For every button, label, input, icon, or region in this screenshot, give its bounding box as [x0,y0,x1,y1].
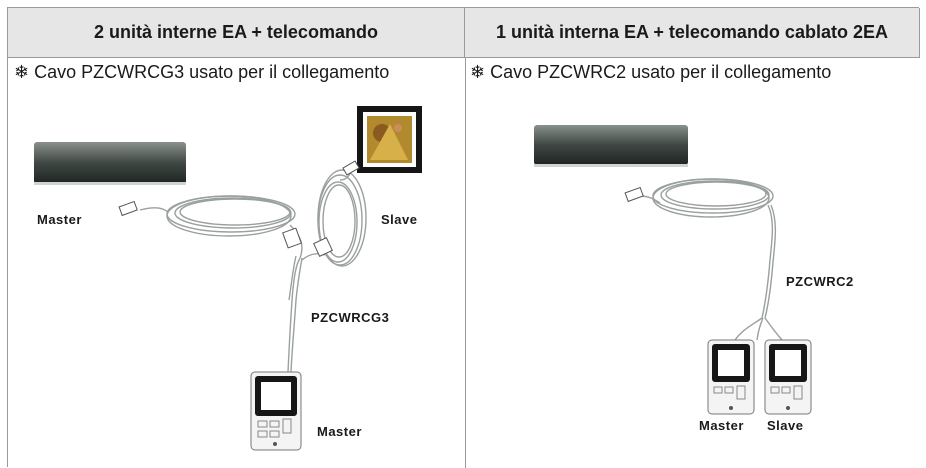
wired-remote-master-right [707,339,755,415]
indoor-unit-master-left [34,142,186,185]
label-master-bottom-left: Master [317,424,362,439]
label-cable-left: PZCWRCG3 [311,310,390,325]
right-cable-note: ❄ Cavo PZCWRC2 usato per il collegamento [470,62,832,82]
right-connector [624,186,644,203]
wired-remote-slave-right [764,339,812,415]
right-cable-coil [639,178,783,341]
indoor-unit-slave-art-frame [357,106,422,173]
left-column-header: 2 unità interne EA + telecomando [8,8,465,58]
label-slave-right: Slave [767,418,804,433]
left-cable-note: ❄ Cavo PZCWRCG3 usato per il collegament… [14,62,390,82]
label-slave-left: Slave [381,212,418,227]
comparison-table: 2 unità interne EA + telecomando 1 unità… [7,7,920,468]
left-cable-coils [139,169,367,373]
wired-remote-left [250,371,302,451]
label-master-top-left: Master [37,212,82,227]
label-master-right: Master [699,418,744,433]
right-column-header: 1 unità interna EA + telecomando cablato… [465,8,920,58]
column-divider [465,58,466,468]
label-cable-right: PZCWRC2 [786,274,854,289]
left-connectors [118,160,360,257]
indoor-unit-right [534,125,688,167]
